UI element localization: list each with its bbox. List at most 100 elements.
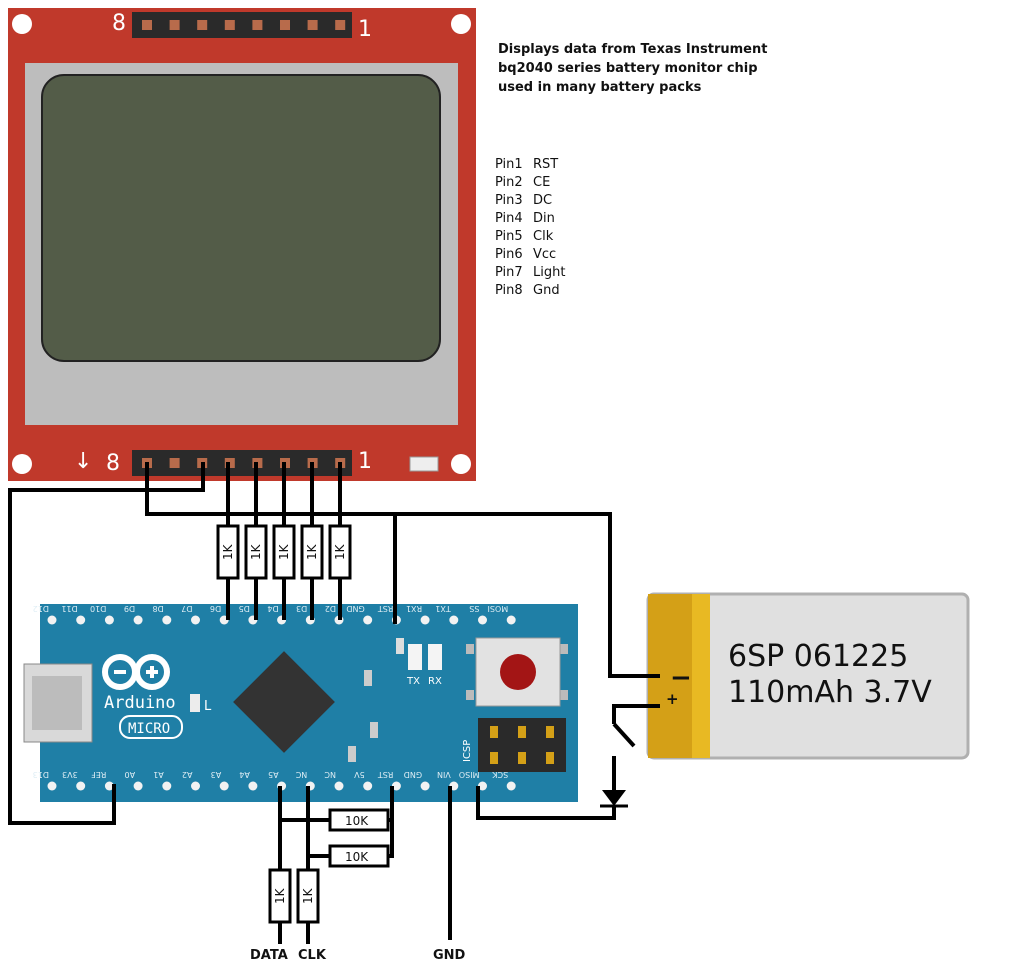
arduino-pin-label: D7 bbox=[181, 604, 192, 613]
pin-signal: Gnd bbox=[533, 283, 560, 298]
arduino-pin-label: RST bbox=[378, 604, 394, 613]
lcd-backlight-led bbox=[409, 456, 439, 472]
header-pin bbox=[169, 20, 180, 30]
smd-component bbox=[396, 638, 404, 654]
arduino-pin bbox=[162, 615, 172, 625]
pin-signal: RST bbox=[533, 157, 559, 172]
arduino-pin-label: GND bbox=[404, 770, 422, 779]
pin-id: Pin6 bbox=[495, 247, 523, 262]
pin-id: Pin3 bbox=[495, 193, 523, 208]
arduino-logo bbox=[102, 654, 170, 690]
arduino-pin bbox=[104, 615, 114, 625]
reset-button-leg bbox=[466, 690, 474, 700]
pin-id: Pin2 bbox=[495, 175, 523, 190]
resistor-label: 10K bbox=[345, 850, 369, 864]
wiring bbox=[8, 462, 660, 944]
arduino-pin-label: D4 bbox=[267, 604, 278, 613]
arduino-pin-label: D6 bbox=[210, 604, 221, 613]
arduino-model-badge bbox=[119, 715, 183, 739]
header-strip bbox=[132, 450, 352, 476]
arduino-pin-label: D12 bbox=[33, 604, 49, 613]
pin-id: Pin4 bbox=[495, 211, 523, 226]
arduino-pin-label: A0 bbox=[125, 770, 136, 779]
arduino-pin bbox=[363, 615, 373, 625]
resistor bbox=[328, 844, 390, 868]
pinout-row: Pin4 Din bbox=[495, 210, 565, 228]
arduino-pin-label: TX1 bbox=[435, 604, 451, 613]
description-line: bq2040 series battery monitor chip bbox=[498, 61, 758, 76]
pin-id: Pin7 bbox=[495, 265, 523, 280]
rx-label: RX bbox=[428, 676, 442, 687]
pin-signal: Din bbox=[533, 211, 555, 226]
arduino-pin bbox=[191, 615, 200, 625]
arduino-pin-label: SCK bbox=[492, 770, 509, 779]
resistor-label: 1K bbox=[305, 543, 319, 560]
description-line: used in many battery packs bbox=[498, 80, 702, 95]
lcd-mount-hole bbox=[451, 454, 471, 474]
switch-lever bbox=[612, 722, 636, 748]
arduino-pin-label: RST bbox=[378, 770, 394, 779]
arduino-pin-label: MISO bbox=[459, 770, 480, 779]
arduino-pin-label: SS bbox=[469, 604, 479, 613]
resistor-label: 10K bbox=[345, 814, 369, 828]
battery-rating: 110mAh 3.7V bbox=[728, 675, 932, 710]
arduino-pin-label: NC bbox=[324, 770, 336, 779]
arduino-pin-label: GND bbox=[346, 604, 364, 613]
arduino-pin bbox=[478, 615, 487, 625]
diode bbox=[600, 790, 628, 808]
resistor bbox=[296, 868, 320, 924]
reset-button-cap bbox=[500, 654, 536, 690]
header-pin bbox=[307, 20, 318, 30]
resistor bbox=[216, 524, 240, 580]
tx-led bbox=[408, 644, 422, 670]
header-pin bbox=[197, 20, 208, 30]
arduino-pin-label: 3V3 bbox=[62, 770, 78, 779]
arduino-pin-label: D9 bbox=[124, 604, 135, 613]
arduino-pin bbox=[133, 781, 143, 791]
arduino-pin-label: D8 bbox=[153, 604, 164, 613]
wire-gnd-rail bbox=[145, 462, 660, 678]
clk-label: CLK bbox=[298, 948, 326, 963]
pin-signal: DC bbox=[533, 193, 553, 208]
description-line: Displays data from Texas Instrument bbox=[498, 42, 768, 57]
reset-button-leg bbox=[560, 690, 568, 700]
battery: − + 6SP 061225 110mAh 3.7V bbox=[646, 592, 970, 760]
arduino-pin-label: REF bbox=[91, 770, 107, 779]
pinout-row: Pin3 DC bbox=[495, 192, 565, 210]
lcd-top-pin8-label: 8 bbox=[112, 11, 126, 36]
resistor-label: 1K bbox=[249, 543, 263, 560]
arduino-pin-label: RX1 bbox=[406, 604, 422, 613]
arduino-pin bbox=[449, 615, 459, 625]
arduino-pin bbox=[76, 781, 86, 791]
arduino-pin-label: D2 bbox=[325, 604, 336, 613]
arduino-pin bbox=[47, 781, 57, 791]
arduino-pin bbox=[162, 781, 172, 791]
gnd-label: GND bbox=[433, 948, 466, 963]
tx-label: TX bbox=[406, 676, 420, 687]
arduino-pin-label: D13 bbox=[33, 770, 49, 779]
arduino-pin bbox=[391, 781, 401, 791]
rx-led bbox=[428, 644, 442, 670]
pin-id: Pin1 bbox=[495, 157, 523, 172]
lcd-bottom-pin8-label: 8 bbox=[106, 451, 120, 476]
arduino-pin-label: A3 bbox=[211, 770, 222, 779]
battery-tab-edge bbox=[692, 594, 710, 758]
arduino-pin-label: A2 bbox=[182, 770, 193, 779]
lcd-mount-hole bbox=[12, 454, 32, 474]
lcd-arrow: ↓ bbox=[74, 449, 92, 474]
arduino-pin bbox=[191, 781, 200, 791]
header-pin bbox=[224, 20, 235, 30]
reset-button-leg bbox=[466, 644, 474, 654]
header-pin bbox=[280, 20, 290, 30]
resistor bbox=[268, 868, 292, 924]
arduino-pin-label: NC bbox=[295, 770, 307, 779]
resistor-label: 1K bbox=[333, 543, 347, 560]
resistor bbox=[328, 524, 352, 580]
resistor-label: 1K bbox=[273, 887, 287, 904]
